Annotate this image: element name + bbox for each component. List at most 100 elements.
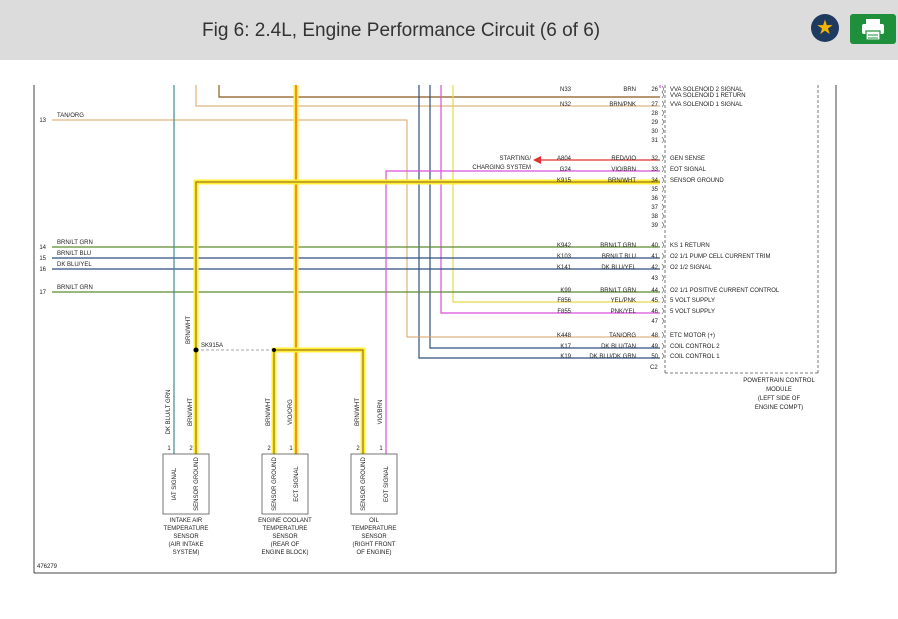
wire-color-label: DK BLU/DK GRN (589, 354, 636, 360)
sensor-name: SENSOR (361, 534, 387, 540)
circuit-label: N33 (560, 87, 572, 93)
pcm-label: MODULE (766, 387, 792, 393)
sensor-box (350, 453, 398, 515)
sensor-terminal: SENSOR GROUND (194, 456, 200, 510)
pin-bracket (661, 342, 664, 350)
pin-bracket (661, 307, 664, 315)
pin-number: 30 (651, 129, 658, 135)
sensor-pin: 2 (189, 446, 193, 452)
ref-color: BRN/LT BLU (57, 251, 91, 257)
pin-function: GEN SENSE (670, 156, 705, 162)
pin-number: 32 (651, 156, 658, 162)
pin-number: 39 (651, 223, 658, 229)
sensor-terminal: IAT SIGNAL (172, 467, 178, 500)
pin-number: 40 (651, 243, 658, 249)
pcm-label: (LEFT SIDE OF (758, 396, 801, 402)
wire-color-label: BRN/WHT (608, 178, 636, 184)
sensor-terminal: EOT SIGNAL (384, 465, 390, 502)
pin-bracket (661, 352, 664, 360)
pin-bracket (661, 100, 664, 108)
pin-bracket (661, 85, 664, 93)
splice-dot (272, 348, 276, 352)
splice-wire-color: BRN/WHT (186, 316, 192, 344)
sensor-box (261, 453, 309, 515)
ref-number: 14 (39, 245, 46, 251)
pin-number: 47 (651, 319, 658, 325)
pin-bracket (661, 194, 664, 202)
pin-bracket (661, 286, 664, 294)
wire-color-label: BRN/PNK (609, 102, 636, 108)
ref-number: 17 (39, 290, 46, 296)
pin-bracket (661, 241, 664, 249)
page-title: Fig 6: 2.4L, Engine Performance Circuit … (202, 20, 601, 41)
ref-number: 13 (39, 118, 46, 124)
pin-number: 28 (651, 111, 658, 117)
header-bar: Fig 6: 2.4L, Engine Performance Circuit … (0, 0, 898, 60)
wire-ref (52, 119, 660, 338)
circuit-label: K17 (560, 344, 571, 350)
pin-number: 34 (651, 178, 658, 184)
pin-number: 37 (651, 205, 658, 211)
pin-number: 48 (651, 333, 658, 339)
print-button[interactable] (850, 14, 896, 44)
circuit-label: K448 (557, 333, 572, 339)
wire-k17 (429, 85, 660, 349)
wire-k19 (418, 85, 660, 359)
splice-label: SK915A (201, 343, 223, 349)
pin-number: 26 (651, 87, 658, 93)
circuit-label: K141 (557, 265, 572, 271)
pin-number: 49 (651, 344, 658, 350)
charging-label: STARTING/ (500, 156, 532, 162)
pin-number: 33 (651, 167, 658, 173)
pin-bracket (661, 127, 664, 135)
pin-bracket (661, 263, 664, 271)
wire-n32 (195, 85, 660, 107)
sensor-wire-color: VIO/BRN (378, 400, 384, 425)
pin-number: 29 (651, 120, 658, 126)
pin-function: VVA SOLENOID 1 RETURN (670, 93, 746, 99)
sensor-terminal: ECT SIGNAL (294, 466, 300, 502)
pin-number: 44 (651, 288, 658, 294)
pin-function: EOT SIGNAL (670, 167, 707, 173)
pin-bracket (661, 91, 664, 99)
ref-number: 15 (39, 256, 46, 262)
sensor-name: TEMPERATURE (164, 526, 209, 532)
sensor-name: SYSTEM) (173, 550, 200, 556)
circuit-label: G24 (560, 167, 572, 173)
circuit-label: K103 (557, 254, 572, 260)
circuit-label: K915 (557, 178, 572, 184)
pin-function: ETC MOTOR (+) (670, 333, 715, 339)
ref-color: BRN/LT GRN (57, 285, 93, 291)
pin-number: 45 (651, 298, 658, 304)
sensor-name: ENGINE COOLANT (258, 518, 312, 524)
wire-color-label: TAN/ORG (609, 333, 636, 339)
sensor-name: TEMPERATURE (352, 526, 397, 532)
pin-function: O2 1/1 POSITIVE CURRENT CONTROL (670, 288, 780, 294)
arrow-head (533, 156, 541, 164)
sensor-pin: 2 (267, 446, 271, 452)
pin-function: O2 1/1 PUMP CELL CURRENT TRIM (670, 254, 770, 260)
star-icon: ★ (816, 17, 834, 39)
wire-color-label: BRN/LT GRN (600, 288, 636, 294)
favorite-button[interactable]: ★ (811, 14, 839, 42)
sensor-name: ENGINE BLOCK) (261, 550, 308, 556)
pin-function: SENSOR GROUND (670, 178, 724, 184)
pin-bracket (661, 274, 664, 282)
pin-bracket (661, 154, 664, 162)
wire-color-label: PNK/YEL (611, 309, 637, 315)
sensor-name: SENSOR (173, 534, 199, 540)
ref-color: BRN/LT GRN (57, 240, 93, 246)
pin-number: 27 (651, 102, 658, 108)
sensor-name: INTAKE AIR (170, 518, 203, 524)
pin-bracket (661, 203, 664, 211)
pin-function: COIL CONTROL 1 (670, 354, 720, 360)
pin-bracket (661, 296, 664, 304)
pin-bracket (661, 331, 664, 339)
pin-function: VVA SOLENOID 1 SIGNAL (670, 102, 743, 108)
pin-function: 5 VOLT SUPPLY (670, 298, 715, 304)
pin-bracket (661, 109, 664, 117)
pin-function: COIL CONTROL 2 (670, 344, 720, 350)
circuit-label: K99 (560, 288, 571, 294)
pin-number: 42 (651, 265, 658, 271)
pin-bracket (661, 221, 664, 229)
